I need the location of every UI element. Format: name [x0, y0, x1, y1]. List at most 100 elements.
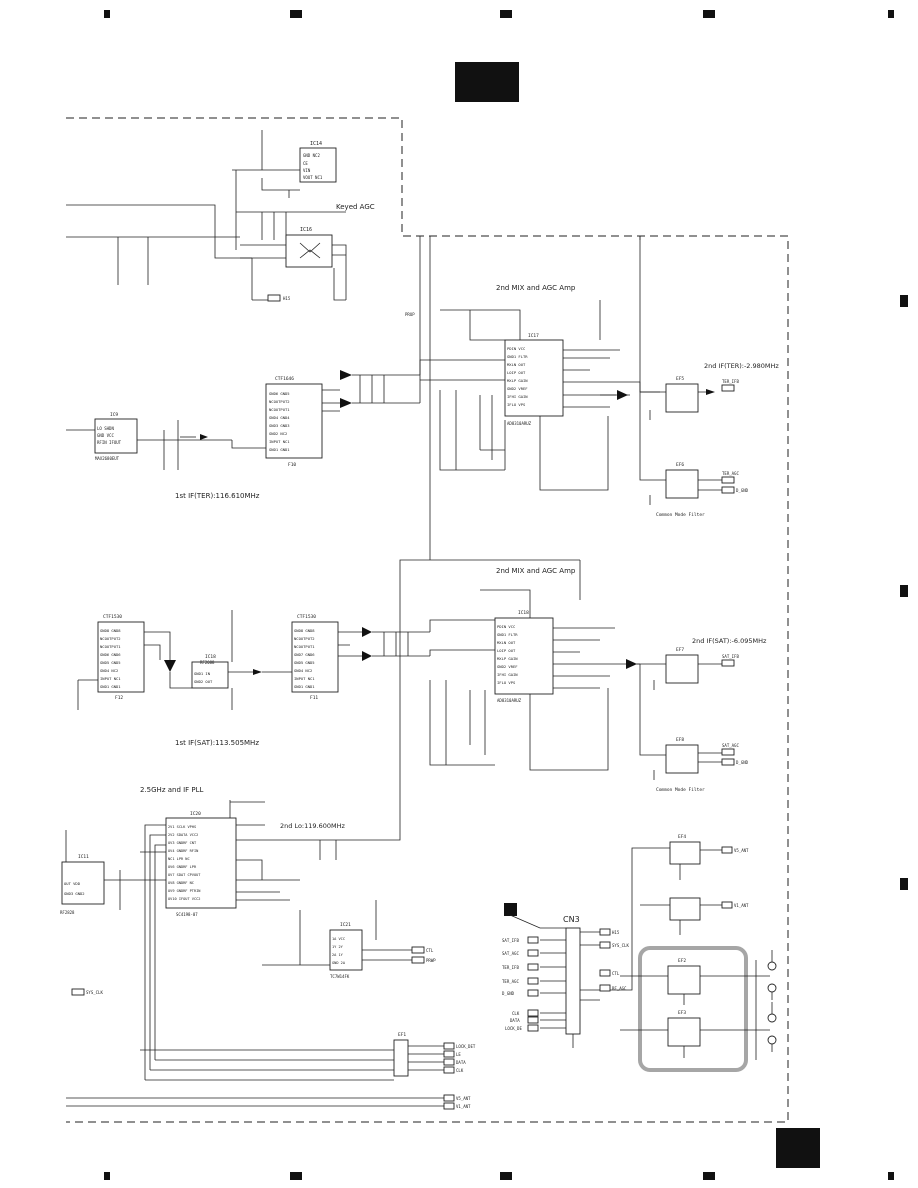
svg-text:LOIP OUT: LOIP OUT — [507, 370, 526, 375]
svg-text:CE: CE — [303, 161, 308, 166]
pll-label: 2.5GHz and IF PLL — [140, 786, 204, 794]
ter-output-filters: EF5 EF6 2nd IF(TER):-2.980MHz TER_IFB TE… — [639, 236, 779, 518]
svg-text:NCOUTPUT1: NCOUTPUT1 — [294, 644, 315, 649]
cmf-label-1: Common Mode Filter — [656, 512, 705, 518]
svg-text:NCOUTPUT1: NCOUTPUT1 — [269, 407, 290, 412]
svg-text:VIN: VIN — [303, 168, 311, 173]
svg-text:GND6 GND5: GND6 GND5 — [269, 391, 290, 396]
svg-text:GND NC2: GND NC2 — [303, 153, 320, 158]
le-net: LE — [456, 1052, 461, 1057]
trunk-wires — [419, 236, 641, 380]
d-gnd-net-1: D_GND — [736, 488, 749, 493]
svg-text:AD8310ARUZ: AD8310ARUZ — [497, 698, 522, 703]
svg-text:AD8310ARUZ: AD8310ARUZ — [507, 421, 532, 426]
ef4b-body — [669, 897, 701, 921]
if-sat-out-label: 2nd IF(SAT):-6.095MHz — [692, 637, 767, 645]
svg-text:OV10 IFOUT VCC2: OV10 IFOUT VCC2 — [168, 897, 200, 901]
f10-label: F10 — [288, 462, 296, 468]
ic14-body — [299, 147, 337, 183]
connector-marker — [504, 903, 517, 916]
svg-text:MXLN OUT: MXLN OUT — [497, 640, 516, 645]
svg-text:NCOUTPUT2: NCOUTPUT2 — [294, 636, 315, 641]
svg-text:OV6 GNDRF LPR: OV6 GNDRF LPR — [168, 865, 197, 869]
ter-if-path: IC9 LO SHDN GND VCC RFIN IFOUT MAX2680EU… — [66, 359, 505, 500]
shield-boundary — [66, 117, 789, 1123]
ic18-body — [191, 661, 229, 689]
svg-text:CTF1530: CTF1530 — [297, 614, 316, 620]
cmf-label-2: Common Mode Filter — [656, 787, 705, 793]
ic17-label: IC17 — [528, 333, 539, 339]
lock-det-net: LOCK_DET — [456, 1044, 476, 1049]
cn3-ter-ifb: TER_IFB — [502, 965, 519, 970]
ic11-osc-body — [61, 861, 105, 905]
sat-agc-net: SAT_AGC — [722, 743, 739, 748]
ef7-label: EF7 — [676, 647, 684, 653]
svg-text:CTF1530: CTF1530 — [103, 614, 122, 620]
cn3-h15: H15 — [612, 930, 620, 935]
cn3-ter-agc: TER_AGC — [502, 979, 519, 984]
svg-text:SC4198-07: SC4198-07 — [176, 912, 198, 917]
f10-saw-filter — [265, 383, 323, 459]
svg-text:GND5 GND5: GND5 GND5 — [294, 660, 315, 665]
if-ter-out-label: 2nd IF(TER):-2.980MHz — [704, 362, 779, 370]
svg-text:2A 1Y: 2A 1Y — [332, 953, 344, 957]
ef3-body — [667, 1017, 701, 1047]
ef8-body — [665, 744, 699, 774]
svg-text:RF2828: RF2828 — [60, 910, 75, 915]
highlight-frame — [638, 946, 748, 1072]
ter-agc-net: TER_AGC — [722, 471, 739, 476]
v5-ant-net-bottom: V5_ANT — [456, 1096, 471, 1101]
svg-text:1Y 2Y: 1Y 2Y — [332, 945, 344, 949]
ef3-label: EF3 — [678, 1010, 686, 1016]
svg-text:MXLP GAIN: MXLP GAIN — [497, 656, 518, 661]
svg-text:PDIN VCC: PDIN VCC — [507, 346, 525, 351]
svg-text:INPUT NC1: INPUT NC1 — [100, 676, 121, 681]
cn3-rf-agc: RF_AGC — [612, 986, 627, 991]
first-if-ter-label: 1st IF(TER):116.610MHz — [175, 492, 260, 500]
svg-text:IFHI GAIN: IFHI GAIN — [497, 672, 518, 677]
svg-text:GND2 VREF: GND2 VREF — [497, 664, 518, 669]
svg-text:2V1 SCLK VPHS: 2V1 SCLK VPHS — [168, 825, 196, 829]
svg-text:GND4 NC2: GND4 NC2 — [100, 668, 118, 673]
registration-marks — [104, 10, 908, 1180]
svg-text:GND8 GND8: GND8 GND8 — [100, 628, 121, 633]
svg-text:GND2 OUT: GND2 OUT — [194, 679, 213, 684]
svg-text:LO SHDN: LO SHDN — [97, 426, 114, 431]
sat-if-path: CTF1530 GND8 GND8 NCOUTPUT2 NCOUTPUT1 GN… — [77, 610, 495, 747]
svg-text:OUT VDD: OUT VDD — [64, 881, 81, 886]
svg-text:GND4 NC2: GND4 NC2 — [294, 668, 312, 673]
ef8-label: EF8 — [676, 737, 684, 743]
pll-block: 2.5GHz and IF PLL IC20 2V1 SCLK VPHS 2V2… — [60, 559, 580, 1080]
ef2-label: EF2 — [678, 958, 686, 964]
v1-ant-net: V1_ANT — [734, 903, 749, 908]
lo-label: 2nd Lo:119.600MHz — [280, 822, 345, 830]
highlighted-filter-region: EF2 EF3 — [620, 946, 777, 1072]
f11-saw-filter — [291, 621, 339, 693]
svg-text:MXLP GAIN: MXLP GAIN — [507, 378, 528, 383]
mixer-sat-body — [494, 617, 554, 695]
svg-text:GND1 FLTR: GND1 FLTR — [507, 354, 528, 359]
bottom-page-tab — [776, 1128, 820, 1168]
svg-text:NCOUTPUT2: NCOUTPUT2 — [100, 636, 121, 641]
f12-saw-filter — [97, 621, 145, 693]
cn3-ctl: CTL — [612, 971, 620, 976]
svg-text:GND4 GND4: GND4 GND4 — [269, 415, 290, 420]
mixer-sat: 2nd MIX and AGC Amp IC18 PDIN VCC GND1 F… — [429, 236, 640, 771]
ef1-label: EF1 — [398, 1032, 406, 1038]
top-page-tab — [455, 62, 519, 102]
svg-text:GND 2A: GND 2A — [332, 961, 346, 965]
svg-text:GND6 GND6: GND6 GND6 — [100, 652, 121, 657]
v5-ant-net: V5_ANT — [734, 848, 749, 853]
ic17-body — [504, 339, 564, 417]
svg-text:IFLO VPS: IFLO VPS — [497, 680, 516, 685]
ctl-net: CTL — [426, 948, 434, 953]
keyed-agc-label: Keyed AGC — [336, 203, 375, 211]
svg-text:RF2088: RF2088 — [200, 660, 215, 665]
f12-label: F12 — [115, 695, 123, 701]
cn3-label: CN3 — [563, 915, 580, 924]
svg-text:GND5 GND5: GND5 GND5 — [100, 660, 121, 665]
svg-text:IC18: IC18 — [518, 610, 529, 616]
ic18-label: IC18 — [205, 654, 216, 660]
